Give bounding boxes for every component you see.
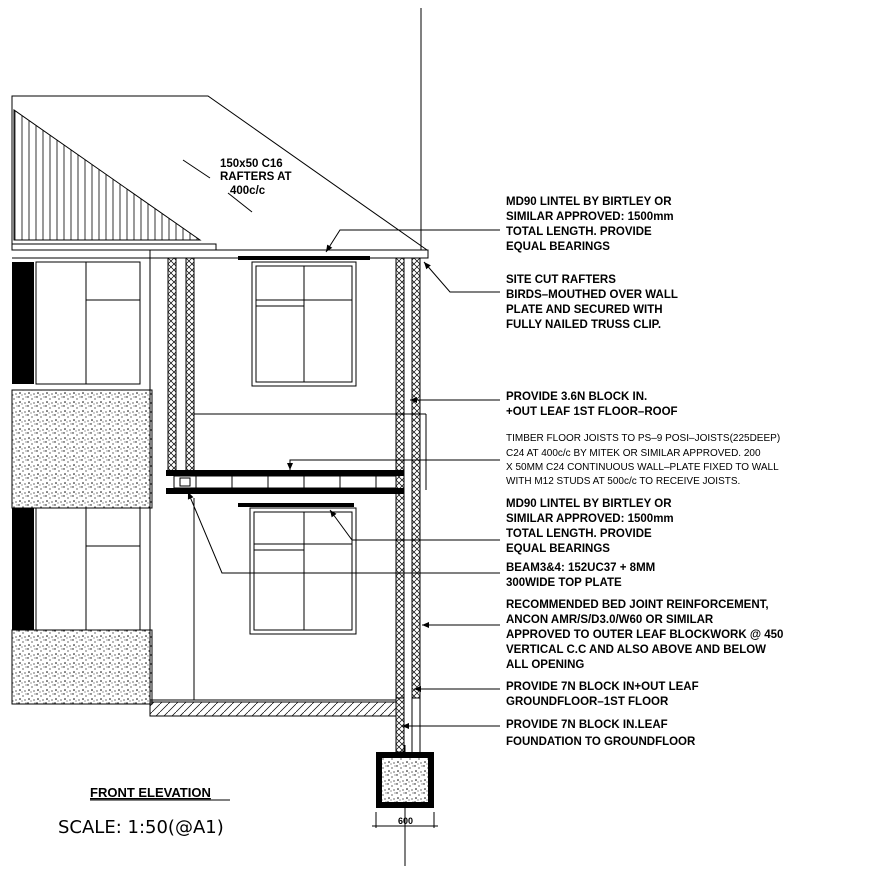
svg-text:RECOMMENDED BED JOINT REINFORC: RECOMMENDED BED JOINT REINFORCEMENT, — [506, 599, 769, 611]
drawing-title: FRONT ELEVATION — [90, 785, 211, 800]
svg-text:PROVIDE 7N BLOCK IN.LEAF: PROVIDE 7N BLOCK IN.LEAF — [506, 719, 668, 731]
rafter-note-line-2: RAFTERS AT — [220, 171, 292, 183]
note-site-cut: SITE CUT RAFTERS BIRDS–MOUTHED OVER WALL… — [506, 274, 678, 331]
svg-text:MD90 LINTEL BY BIRTLEY OR: MD90 LINTEL BY BIRTLEY OR — [506, 498, 672, 510]
svg-text:BIRDS–MOUTHED OVER WALL: BIRDS–MOUTHED OVER WALL — [506, 289, 678, 301]
note-reinforcement: RECOMMENDED BED JOINT REINFORCEMENT, ANC… — [506, 599, 783, 671]
svg-text:300WIDE TOP PLATE: 300WIDE TOP PLATE — [506, 577, 622, 589]
svg-text:PLATE AND SECURED WITH: PLATE AND SECURED WITH — [506, 304, 663, 316]
svg-text:PROVIDE 3.6N BLOCK IN.: PROVIDE 3.6N BLOCK IN. — [506, 391, 647, 403]
note-block-first-floor: PROVIDE 3.6N BLOCK IN. +OUT LEAF 1ST FLO… — [506, 391, 678, 418]
svg-text:FULLY NAILED TRUSS CLIP.: FULLY NAILED TRUSS CLIP. — [506, 319, 661, 331]
svg-text:PROVIDE 7N BLOCK IN+OUT LEAF: PROVIDE 7N BLOCK IN+OUT LEAF — [506, 681, 699, 693]
roof — [11, 95, 429, 259]
note-lintel-lower: MD90 LINTEL BY BIRTLEY OR SIMILAR APPROV… — [506, 498, 674, 555]
note-beam: BEAM3&4: 152UC37 + 8MM 300WIDE TOP PLATE — [506, 562, 655, 589]
svg-text:ANCON AMR/S/D3.0/W60 OR SIMILA: ANCON AMR/S/D3.0/W60 OR SIMILAR — [506, 614, 714, 626]
rafter-leader — [182, 159, 211, 179]
svg-text:SIMILAR APPROVED: 1500mm: SIMILAR APPROVED: 1500mm — [506, 513, 674, 525]
note-lintel-upper: MD90 LINTEL BY BIRTLEY OR SIMILAR APPROV… — [506, 196, 674, 253]
svg-text:EQUAL BEARINGS: EQUAL BEARINGS — [506, 241, 610, 253]
neighbour-building — [11, 257, 153, 705]
svg-text:GROUNDFLOOR–1ST FLOOR: GROUNDFLOOR–1ST FLOOR — [506, 696, 669, 708]
lower-window — [238, 503, 357, 635]
floor-joists — [166, 470, 404, 494]
svg-text:WITH M12 STUDS AT 500c/c TO RE: WITH M12 STUDS AT 500c/c TO RECEIVE JOIS… — [506, 476, 740, 487]
note-block-foundation: PROVIDE 7N BLOCK IN.LEAF FOUNDATION TO G… — [506, 719, 696, 748]
svg-text:ALL OPENING: ALL OPENING — [506, 659, 584, 671]
rafter-note-line-1: 150x50 C16 — [220, 158, 283, 170]
svg-text:APPROVED TO OUTER LEAF BLOCKWO: APPROVED TO OUTER LEAF BLOCKWORK @ 450 — [506, 629, 783, 641]
dimension-label: 600 — [398, 816, 413, 826]
svg-text:TOTAL LENGTH. PROVIDE: TOTAL LENGTH. PROVIDE — [506, 528, 652, 540]
leader-lines — [187, 229, 500, 729]
svg-text:SITE CUT RAFTERS: SITE CUT RAFTERS — [506, 274, 616, 286]
svg-text:+OUT LEAF 1ST FLOOR–ROOF: +OUT LEAF 1ST FLOOR–ROOF — [506, 406, 678, 418]
foundation: 600 — [372, 752, 438, 828]
svg-text:TIMBER FLOOR JOISTS TO PS–9 PO: TIMBER FLOOR JOISTS TO PS–9 POSI–JOISTS(… — [506, 433, 780, 444]
note-block-ground: PROVIDE 7N BLOCK IN+OUT LEAF GROUNDFLOOR… — [506, 681, 699, 708]
right-wall — [395, 257, 421, 753]
svg-text:BEAM3&4: 152UC37 + 8MM: BEAM3&4: 152UC37 + 8MM — [506, 562, 655, 574]
upper-window — [238, 256, 370, 387]
svg-text:MD90 LINTEL BY BIRTLEY OR: MD90 LINTEL BY BIRTLEY OR — [506, 196, 672, 208]
ground-slab — [149, 699, 397, 717]
svg-text:SIMILAR APPROVED: 1500mm: SIMILAR APPROVED: 1500mm — [506, 211, 674, 223]
note-floor-joists: TIMBER FLOOR JOISTS TO PS–9 POSI–JOISTS(… — [506, 433, 780, 487]
svg-text:TOTAL LENGTH. PROVIDE: TOTAL LENGTH. PROVIDE — [506, 226, 652, 238]
rafter-note-line-3: 400c/c — [230, 185, 266, 197]
svg-text:VERTICAL C.C AND ALSO ABOVE AN: VERTICAL C.C AND ALSO ABOVE AND BELOW — [506, 644, 766, 656]
svg-text:C24 AT 400c/c BY MITEK OR SIMI: C24 AT 400c/c BY MITEK OR SIMILAR APPROV… — [506, 448, 761, 459]
svg-text:FOUNDATION TO GROUNDFLOOR: FOUNDATION TO GROUNDFLOOR — [506, 736, 696, 748]
svg-text:X 50MM C24 CONTINUOUS WALL–PLA: X 50MM C24 CONTINUOUS WALL–PLATE FIXED T… — [506, 462, 779, 473]
svg-text:EQUAL BEARINGS: EQUAL BEARINGS — [506, 543, 610, 555]
scale-label: SCALE: 1:50(@A1) — [58, 817, 224, 838]
